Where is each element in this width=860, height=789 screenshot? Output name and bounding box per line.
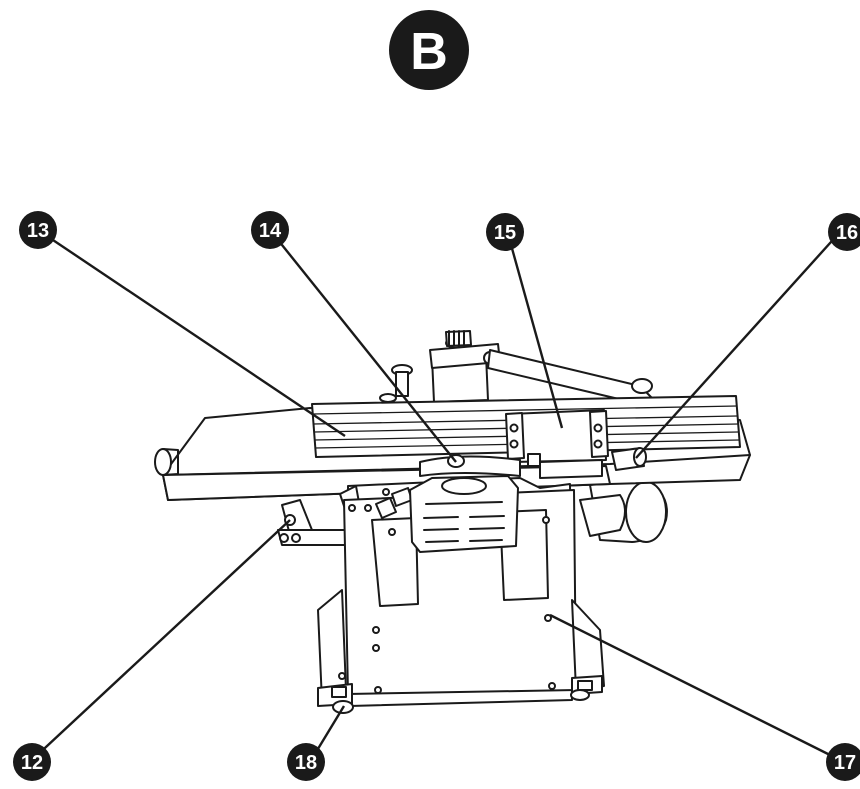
callout-15: 15 (486, 213, 524, 251)
callout-17: 17 (826, 743, 860, 781)
leader-16 (635, 231, 841, 459)
callout-13-label: 13 (27, 220, 49, 242)
callout-12-label: 12 (21, 752, 43, 774)
callout-14: 14 (251, 211, 289, 249)
callout-16-label: 16 (836, 222, 858, 244)
fence-column (379, 330, 653, 405)
leader-17 (549, 613, 841, 762)
fence (311, 395, 741, 479)
callout-18-label: 18 (295, 752, 317, 774)
motor-housing (579, 477, 668, 543)
cutterhead-guard (419, 454, 521, 477)
view-badge: B (389, 10, 469, 90)
jointer-machine (154, 330, 751, 714)
leader-15 (506, 233, 564, 429)
callout-17-label: 17 (834, 752, 856, 774)
left-support-arm (277, 499, 346, 546)
switch-panel (409, 475, 519, 553)
leader-lines (31, 229, 841, 763)
leader-12 (31, 519, 291, 761)
callout-16: 16 (828, 213, 860, 251)
leader-14 (269, 229, 457, 463)
callout-18: 18 (287, 743, 325, 781)
callout-12: 12 (13, 743, 51, 781)
callout-14-label: 14 (259, 220, 282, 242)
leader-13 (37, 229, 346, 437)
callout-13: 13 (19, 211, 57, 249)
callout-15-label: 15 (494, 222, 516, 244)
view-badge-letter: B (410, 23, 448, 81)
